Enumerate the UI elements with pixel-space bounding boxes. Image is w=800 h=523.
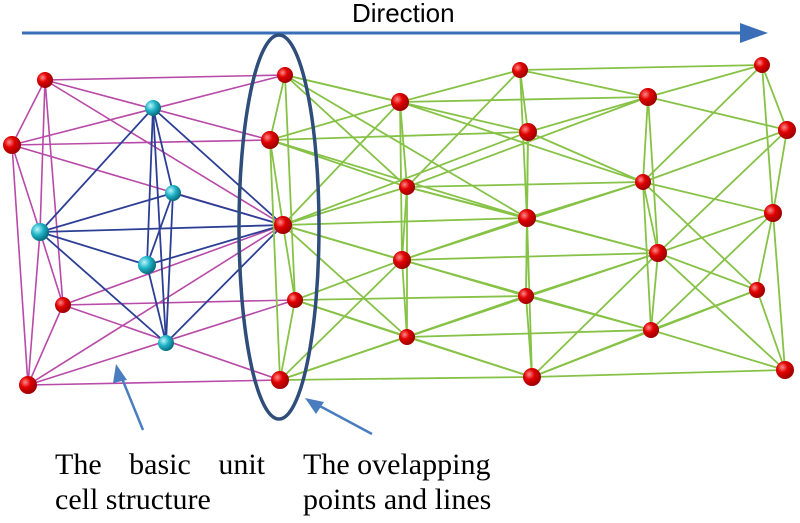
basic-unit-word: The — [55, 448, 102, 481]
overlap-pointer-arrow — [305, 398, 373, 436]
node — [145, 100, 161, 116]
direction-label: Direction — [352, 0, 455, 28]
node — [274, 216, 292, 234]
node — [19, 376, 37, 394]
basic-unit-label-line2: cell structure — [55, 483, 211, 516]
node — [287, 292, 303, 308]
unit-cell-inner-lines — [39, 107, 284, 344]
node — [399, 329, 415, 345]
node — [399, 179, 415, 195]
node — [31, 223, 49, 241]
node — [764, 204, 782, 222]
node — [643, 322, 659, 338]
basic-unit-label-line1: The basic unit — [55, 446, 265, 484]
direction-arrow — [22, 23, 768, 43]
unit-cell-nodes — [31, 100, 181, 351]
lattice-nodes — [3, 57, 796, 394]
repeated-lattice-lines — [269, 64, 788, 381]
node — [523, 368, 541, 386]
node — [3, 136, 21, 154]
node — [271, 371, 289, 389]
node — [635, 174, 651, 190]
node — [391, 93, 409, 111]
node — [518, 288, 534, 304]
overlap-label-line2: points and lines — [303, 483, 492, 516]
node — [393, 251, 411, 269]
overlap-ellipse — [237, 33, 321, 421]
node — [776, 361, 794, 379]
node — [749, 282, 765, 298]
node — [519, 123, 537, 141]
basic-unit-word: unit — [218, 448, 265, 481]
node — [639, 88, 657, 106]
node — [277, 67, 293, 83]
node — [512, 62, 528, 78]
basic-unit-pointer-arrow — [113, 364, 145, 431]
node — [778, 121, 796, 139]
node — [37, 72, 53, 88]
node — [138, 256, 156, 274]
node — [165, 185, 181, 201]
node — [754, 57, 770, 73]
node — [261, 131, 279, 149]
node — [55, 297, 71, 313]
node — [158, 335, 174, 351]
node — [649, 244, 667, 262]
node — [518, 209, 536, 227]
basic-unit-word: basic — [129, 448, 191, 481]
overlap-label-line1: The ovelapping — [303, 448, 491, 481]
